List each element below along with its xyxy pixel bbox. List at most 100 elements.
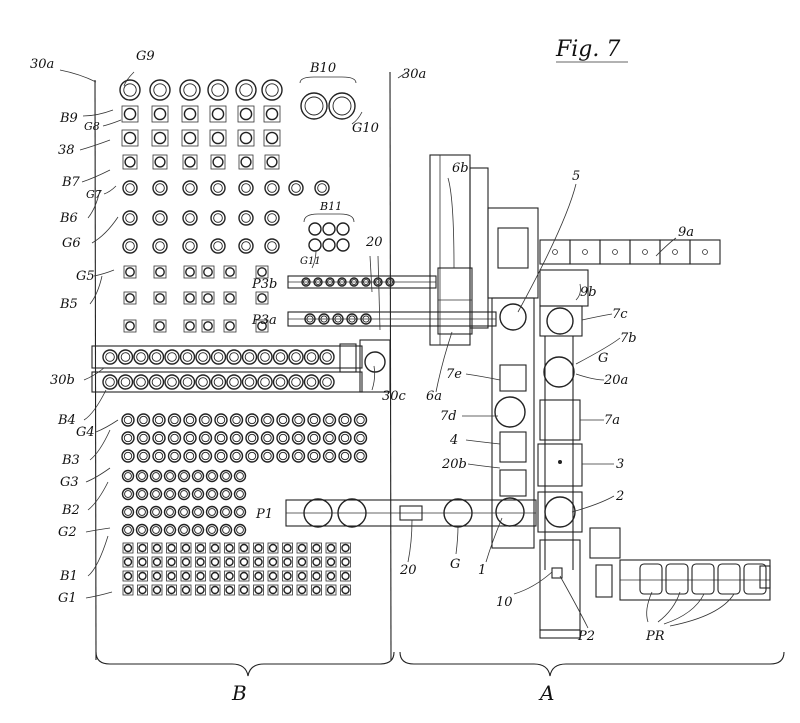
container-g3	[214, 431, 228, 445]
container-g3-inner	[278, 433, 288, 443]
container-g1	[254, 571, 263, 581]
feeder-9a-dot	[582, 249, 588, 255]
conveyor-p3a	[287, 255, 497, 331]
container-g5	[155, 267, 165, 277]
container-g3	[229, 449, 244, 463]
container-g2-inner	[222, 472, 230, 480]
container-g1-box	[180, 542, 192, 554]
container-g2-inner	[180, 472, 188, 480]
container-g1	[341, 571, 350, 581]
label-20b: 20b	[441, 457, 467, 472]
container-b4-top	[319, 349, 335, 365]
label-g11: G11	[300, 256, 321, 267]
container-g3-inner	[247, 415, 257, 425]
container-g1-box	[151, 556, 163, 568]
container-g1	[268, 543, 278, 553]
container-g1	[123, 557, 133, 567]
container-g5-box	[153, 291, 167, 305]
container-g1	[210, 543, 220, 553]
pr-end-cap	[759, 565, 771, 589]
container-g3-inner	[340, 451, 350, 461]
container-g3	[353, 413, 368, 427]
container-g9-inner	[239, 83, 253, 97]
container-g5	[185, 293, 195, 303]
p3a-container-inner	[362, 315, 370, 323]
container-g8	[211, 107, 225, 121]
container-g2	[233, 487, 247, 501]
p3a-container	[332, 313, 344, 325]
container-g6	[210, 180, 226, 196]
p3b-container-inner	[351, 279, 357, 285]
container-g3	[338, 431, 352, 445]
container-b4-bottom	[195, 374, 211, 390]
container-g3-inner	[247, 433, 257, 443]
container-g7	[124, 156, 136, 168]
container-b4-bottom	[319, 374, 335, 390]
container-g7	[212, 156, 224, 168]
container-g8	[211, 131, 225, 145]
container-g3	[307, 413, 321, 427]
container-g8	[183, 107, 197, 121]
container-g3-inner	[294, 415, 303, 425]
container-g3	[167, 431, 182, 445]
container-b4-bottom-inner	[244, 377, 255, 387]
label-7d: 7d	[440, 409, 457, 424]
container-g3-inner	[325, 451, 334, 461]
container-g9	[179, 79, 201, 101]
container-g1-box	[166, 556, 177, 568]
container-g6	[182, 180, 198, 196]
container-g1-box	[282, 542, 293, 554]
container-g5-box	[183, 265, 197, 279]
container-g2	[149, 487, 163, 501]
container-g1-box	[311, 542, 322, 554]
container-g1	[312, 543, 321, 553]
container-g3-inner	[201, 451, 210, 461]
label-30b: 30b	[50, 373, 75, 388]
container-g1-box	[209, 570, 221, 582]
container-g3-inner	[232, 451, 241, 461]
container-g1	[254, 543, 263, 553]
container-g1	[297, 585, 307, 595]
p3b-container	[325, 277, 335, 287]
container-g1-box	[296, 570, 308, 582]
container-b4-top	[164, 349, 180, 365]
container-g3-inner	[139, 415, 148, 425]
label-9b: 9b	[580, 285, 597, 300]
container-g6-inner	[267, 213, 277, 223]
label-20a: 20a	[603, 373, 628, 388]
container-g1	[268, 571, 278, 581]
container-g6-inner	[213, 241, 223, 251]
container-g1	[196, 543, 205, 553]
container-g1-box	[166, 570, 177, 582]
container-g1-box	[137, 570, 148, 582]
container-g1	[341, 585, 350, 595]
container-g3-inner	[216, 433, 226, 443]
container-g1	[196, 571, 205, 581]
label-g8: G8	[84, 120, 100, 133]
container-g6	[210, 210, 226, 226]
container-g3	[276, 413, 290, 427]
container-g9	[261, 79, 283, 101]
container-b4-bottom	[133, 374, 149, 390]
container-g1-box	[296, 542, 308, 554]
container-g1	[123, 543, 133, 553]
container-g2	[149, 523, 163, 537]
container-g1-box	[151, 570, 163, 582]
container-b4-top-inner	[120, 352, 131, 362]
label-b9: B9	[59, 111, 78, 126]
container-g2-inner	[138, 508, 146, 516]
container-g1-box	[282, 556, 293, 568]
container-g3-inner	[123, 433, 133, 443]
container-g2	[191, 523, 205, 537]
container-g3	[291, 413, 306, 427]
p3b-container-inner	[315, 279, 321, 285]
container-g3-inner	[340, 415, 350, 425]
container-g5	[155, 321, 165, 331]
container-g1	[268, 557, 278, 567]
container-g8	[239, 131, 253, 145]
container-g2	[163, 487, 177, 501]
label-b4: B4	[57, 413, 76, 428]
container-g6-inner	[125, 241, 135, 251]
container-b4-bottom-inner	[306, 377, 317, 387]
container-g3	[260, 413, 275, 427]
